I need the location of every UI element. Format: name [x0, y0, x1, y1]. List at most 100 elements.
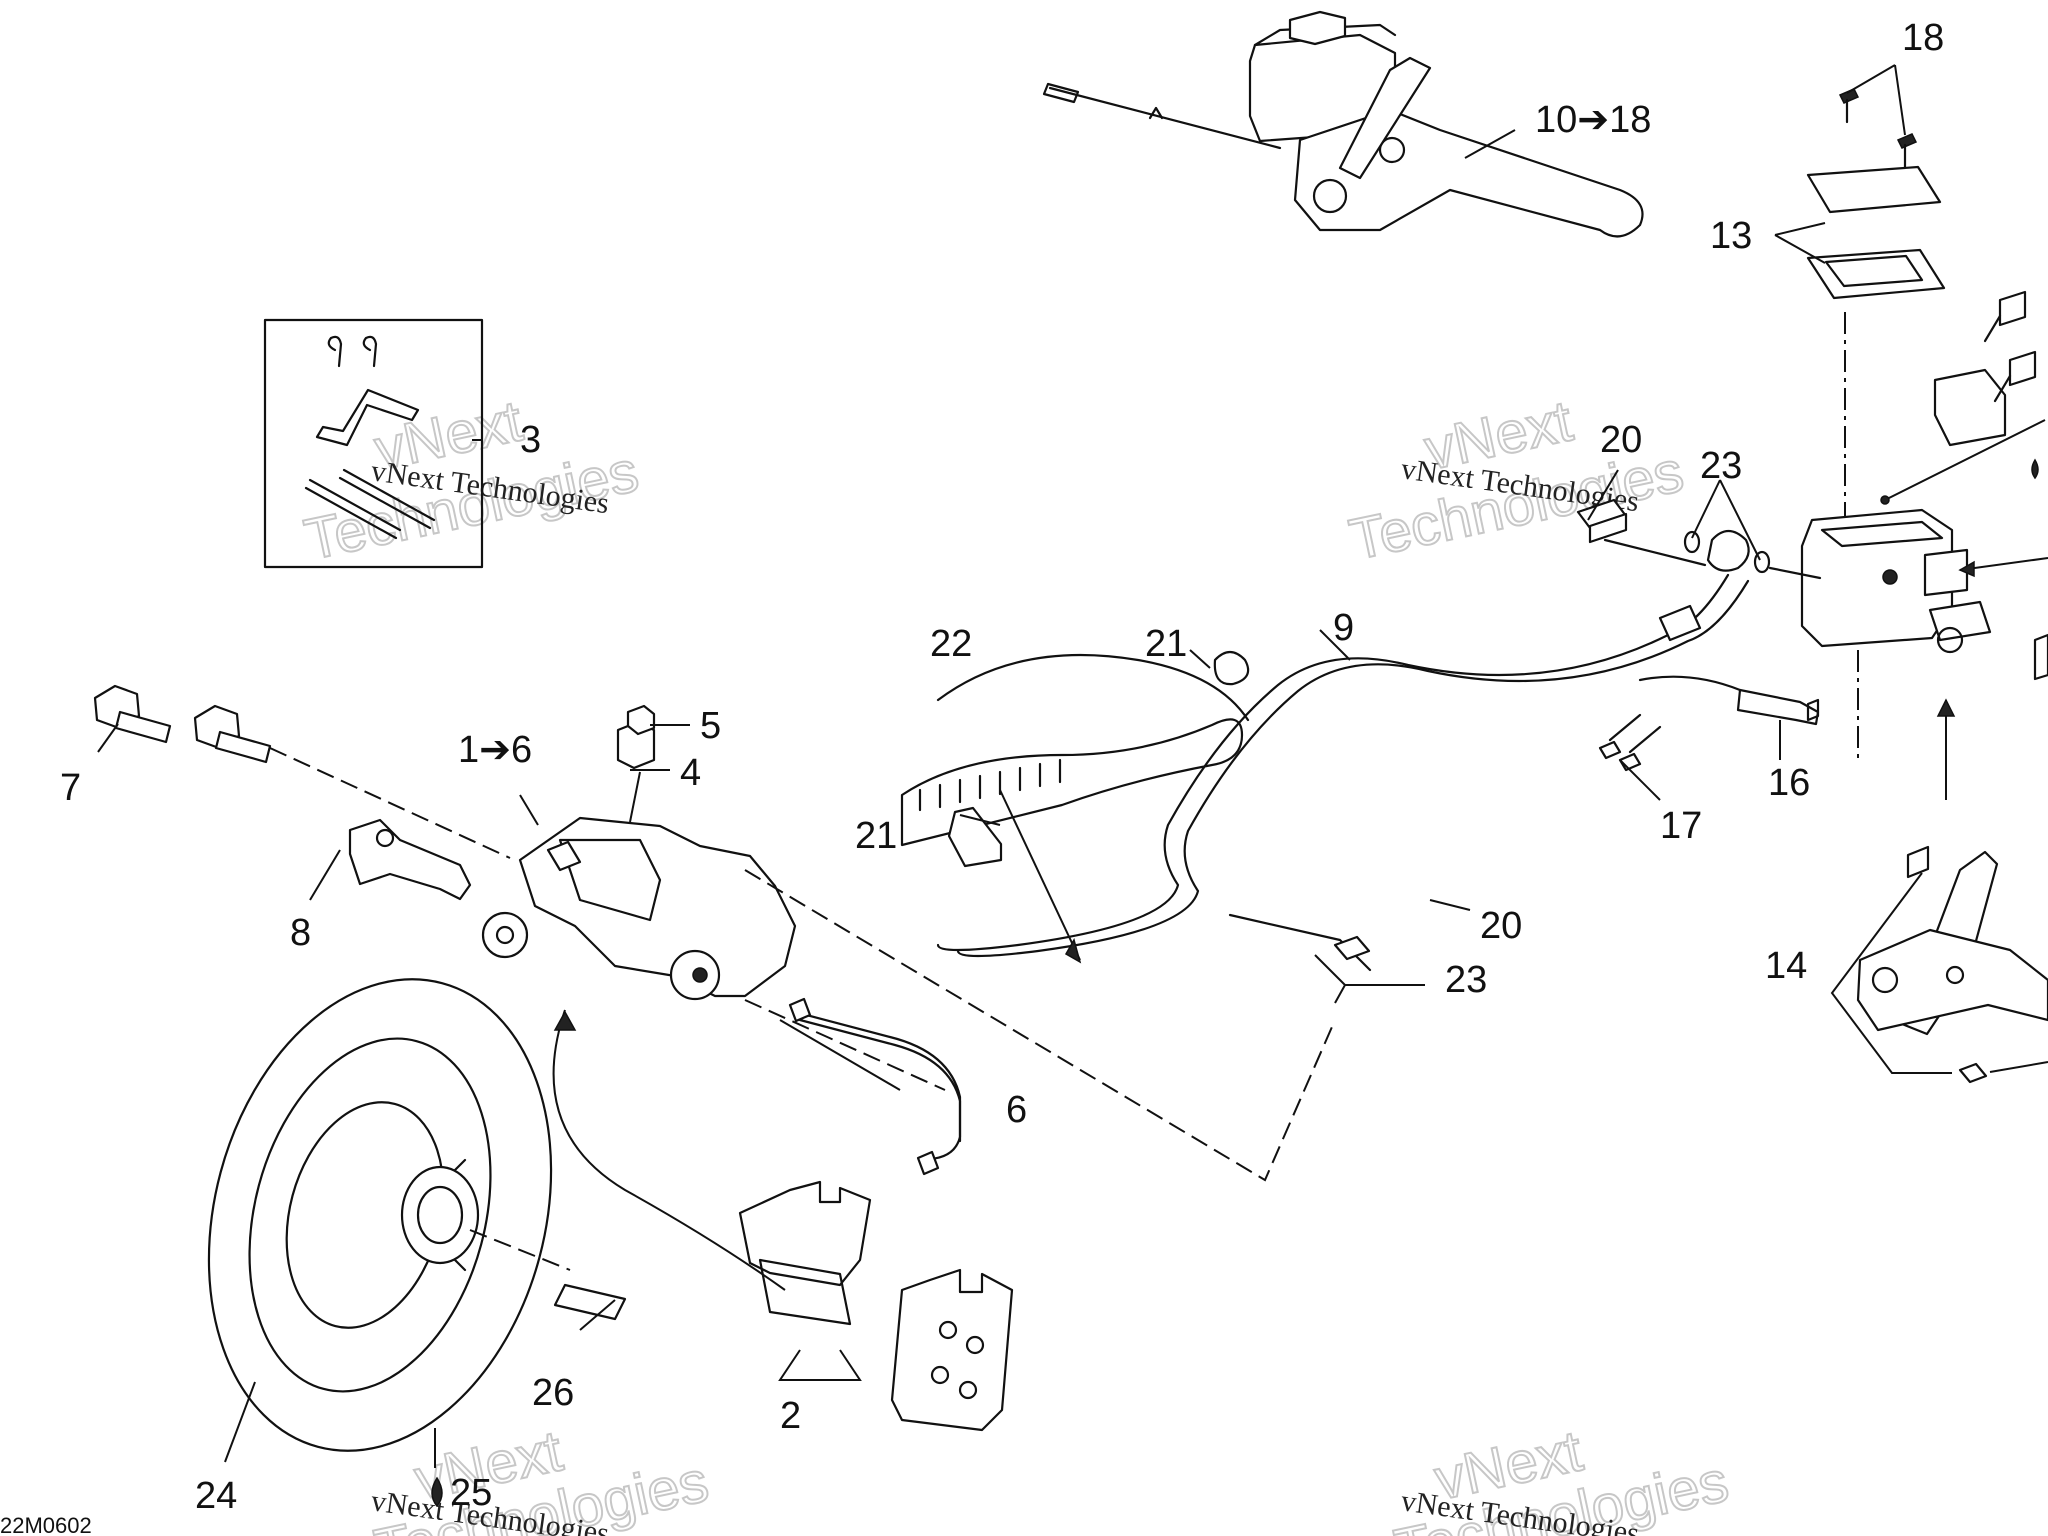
brake-light-wire	[1048, 86, 1282, 150]
bracket-8	[348, 818, 472, 901]
key-axis	[469, 1229, 571, 1271]
leader-2	[778, 1349, 862, 1381]
label-4: 4	[680, 752, 701, 794]
diagram-code: 22M0602	[0, 1513, 92, 1536]
watermark-bottom-left: vNext Technologies vNext Technologies	[368, 1417, 715, 1536]
switch-tip	[1806, 698, 1820, 722]
washer-23a	[1683, 530, 1701, 554]
lever-pivot	[1871, 966, 1899, 994]
bleeder-cap-5	[626, 704, 656, 736]
pin-2	[304, 478, 402, 540]
lever-body	[1856, 928, 2048, 1032]
hub-keyway	[453, 1158, 467, 1272]
leader-13	[1774, 222, 1826, 264]
brake-lever-14	[1830, 845, 2048, 1084]
label-17: 17	[1660, 805, 1702, 847]
clamp-bolt-2-shank	[1993, 374, 2012, 403]
pin-1	[338, 468, 436, 530]
master-body-top	[1820, 520, 1944, 548]
cotter-pin-2	[362, 335, 378, 368]
line-fitting-b	[916, 1150, 940, 1176]
caliper-bolt-mount	[546, 840, 582, 872]
brake-switch-16	[1598, 675, 1820, 772]
connector-17	[1608, 713, 1662, 754]
wire-connector	[1042, 82, 1080, 104]
pivot-bolt-top	[1312, 178, 1348, 214]
pad-b-hole-4	[958, 1380, 978, 1400]
master-body-port	[1882, 569, 1898, 585]
label-16: 16	[1768, 762, 1810, 804]
reservoir-cover-parts	[1806, 88, 1946, 552]
connector-17-head-a	[1598, 740, 1622, 760]
lever-nut	[1958, 1062, 1988, 1084]
leader-14b	[1989, 1061, 2048, 1073]
flow-arrow-pads	[552, 1009, 786, 1291]
reservoir-top-fitting	[1288, 10, 1347, 46]
grip-edge	[2033, 633, 2048, 681]
banjo-fitting-top	[1576, 498, 1822, 580]
line-fitting-a	[788, 997, 812, 1023]
clamp-bolt-1-shank	[1983, 314, 2002, 343]
arrowhead-right	[1958, 560, 1975, 578]
lever-arm-top	[1338, 56, 1432, 180]
master-body-side	[1923, 548, 1969, 597]
key-26	[553, 1283, 627, 1321]
label-24: 24	[195, 1475, 237, 1517]
leader-10-18	[1464, 129, 1516, 159]
spiral-guard	[900, 718, 1244, 847]
label-21b: 21	[855, 815, 897, 857]
wire-clip	[1148, 106, 1164, 120]
brake-pad-b	[890, 1268, 1014, 1432]
leader-18	[1846, 64, 1906, 136]
hose-end-lower	[1228, 913, 1372, 972]
disc-ring-1	[248, 1037, 492, 1393]
part-3-hardware-kit	[263, 318, 484, 569]
label-6: 6	[1006, 1089, 1027, 1131]
label-20a: 20	[1600, 419, 1642, 461]
switch-body	[1736, 688, 1820, 726]
leader-dot	[1880, 495, 1890, 505]
leader-lines	[97, 64, 1906, 1468]
label-13: 13	[1710, 215, 1752, 257]
pivot-nut-top	[1378, 136, 1406, 164]
pad-b-hole-1	[938, 1320, 958, 1340]
bracket-8-hole	[375, 828, 395, 848]
master-body-bracket	[1928, 600, 1992, 642]
label-5: 5	[700, 705, 721, 747]
label-22: 22	[930, 623, 972, 665]
pad-b-hole-2	[965, 1335, 985, 1355]
label-14: 14	[1765, 945, 1807, 987]
caliper-slide-pin-hole	[495, 925, 515, 945]
brake-caliper-assembly	[481, 704, 797, 1001]
leader-6	[779, 1019, 901, 1091]
leader-9	[1319, 629, 1351, 661]
label-10-18: 10➔18	[1535, 99, 1651, 141]
master-cylinder-assembly-top	[1042, 10, 1644, 238]
brake-pad-a	[738, 1180, 872, 1287]
leader-23b	[1314, 954, 1425, 1004]
leader-8	[309, 849, 341, 901]
leader-23a	[1691, 479, 1761, 561]
clip-21-lower	[947, 806, 1003, 868]
watermark-top-right: vNext Technologies vNext Technologies	[1343, 387, 1690, 573]
brake-line-6	[779, 997, 962, 1176]
bolt-7b-shank	[214, 730, 272, 764]
leader-24	[224, 1381, 256, 1463]
watermark-bottom-right: vNext Technologies vNext Technologies	[1388, 1417, 1735, 1536]
label-1-6: 1➔6	[458, 729, 532, 771]
label-20b: 20	[1480, 905, 1522, 947]
kit-frame	[263, 318, 484, 569]
caliper-top-face	[558, 838, 662, 922]
banjo-bolt-20-top-shank	[1588, 512, 1628, 544]
bolt-axis	[269, 747, 511, 859]
disc-outer	[207, 978, 553, 1452]
part-number-labels: 1➔6 2 3 4 5 6 7 8 9 10➔18 13 14 16 17 18…	[0, 17, 1944, 1536]
hose-guard-22	[900, 650, 1250, 964]
leader-bleeder	[629, 771, 641, 823]
clamp-bolt-1	[1998, 290, 2027, 327]
steel-line-outer	[798, 1018, 962, 1143]
brake-disc-24	[207, 978, 627, 1452]
arrowhead-up	[1936, 698, 1956, 717]
clip-21-top	[1213, 650, 1250, 686]
